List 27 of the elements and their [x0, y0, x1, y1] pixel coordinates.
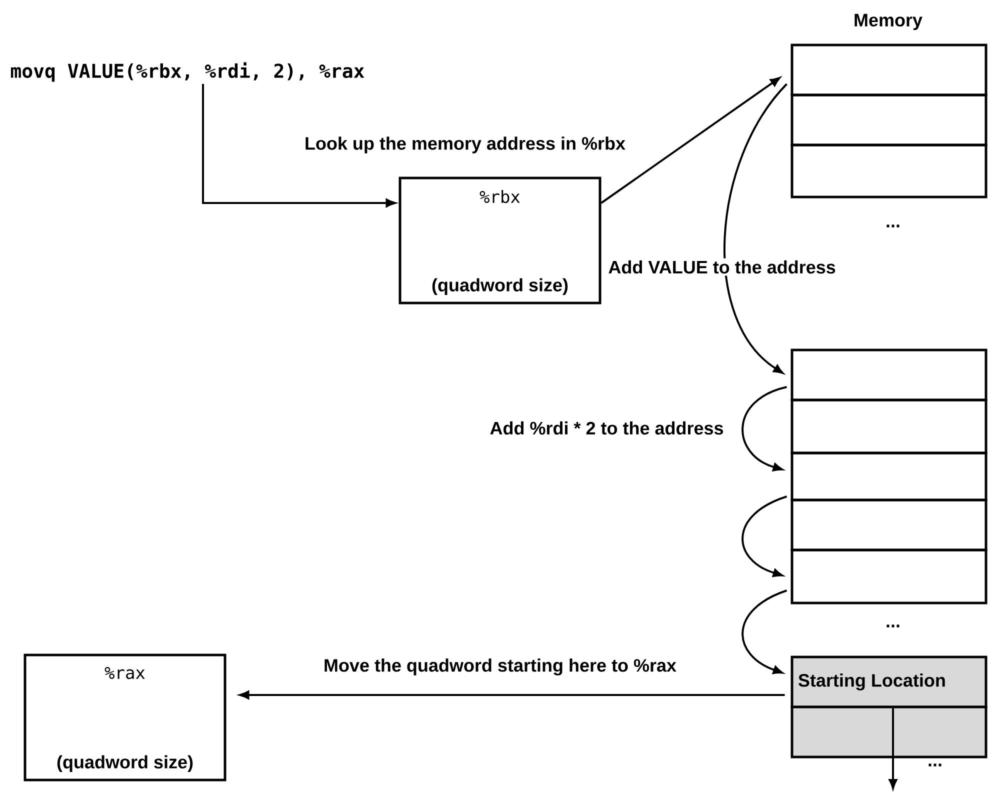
edge-label: Add %rdi * 2 to the address — [488, 419, 726, 437]
arrow — [600, 77, 780, 204]
memory-cell — [790, 144, 988, 198]
memory-cell: Starting Location — [790, 656, 988, 708]
instruction-text: movq VALUE(%rbx, %rdi, 2), %rax — [10, 62, 364, 82]
memory-cell — [790, 548, 988, 604]
arrow — [202, 84, 396, 208]
register-box: %rbx (quadword size) — [398, 176, 602, 304]
memory-cell — [790, 94, 988, 146]
edge-label: Move the quadword starting here to %rax — [321, 656, 679, 678]
arrow — [724, 83, 788, 374]
arrow — [239, 690, 785, 700]
edge-label: Add VALUE to the address — [606, 258, 838, 276]
ellipsis: ... — [886, 224, 900, 228]
arrow — [888, 708, 898, 789]
memory-cell — [790, 348, 988, 402]
arrow — [742, 386, 788, 472]
ellipsis: ... — [886, 624, 900, 628]
edge-label: Look up the memory address in %rbx — [302, 134, 628, 156]
memory-cell — [790, 706, 988, 758]
memory-cell — [790, 44, 988, 96]
register-box: %rax (quadword size) — [24, 654, 226, 782]
arrow — [742, 590, 788, 674]
memory-cell — [790, 398, 988, 454]
memory-cell — [790, 452, 988, 502]
memory-cell — [790, 498, 988, 552]
arrow — [742, 496, 788, 578]
